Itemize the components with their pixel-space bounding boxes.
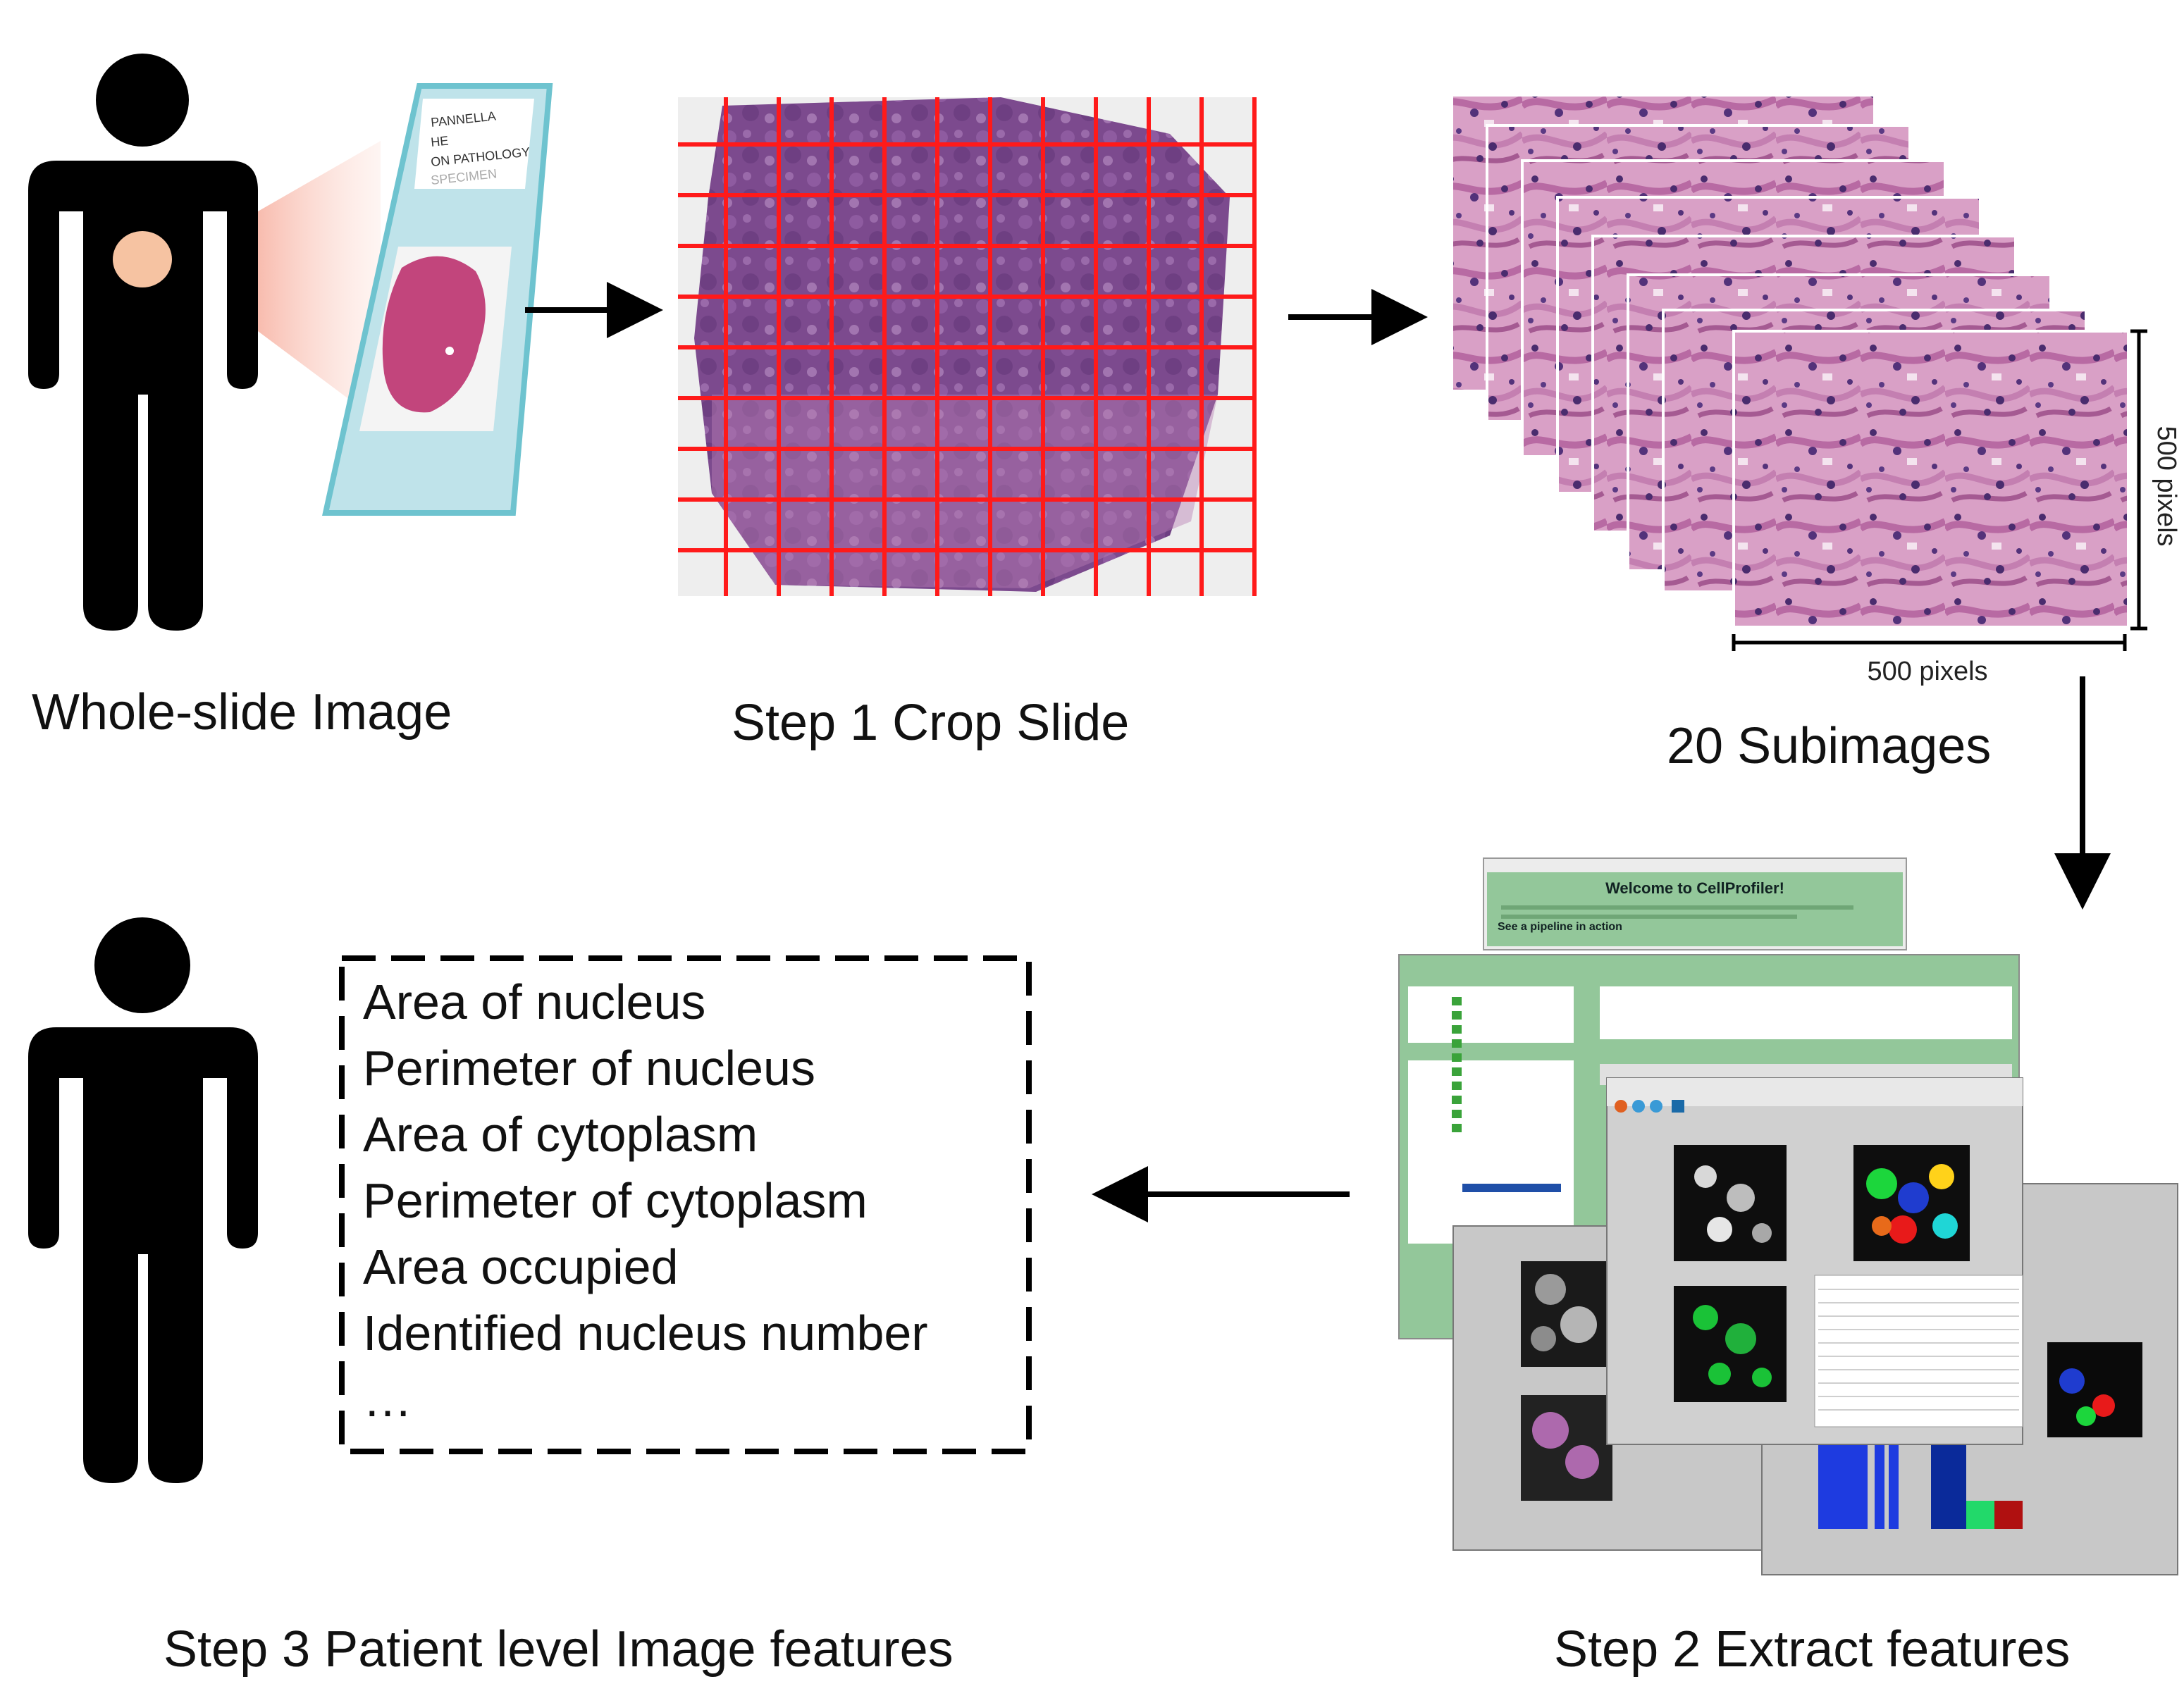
feature-item: Perimeter of nucleus — [363, 1041, 815, 1096]
step2-label: Step 2 Extract features — [1554, 1621, 2071, 1678]
step1-label: Step 1 Crop Slide — [732, 695, 1130, 751]
check-icon — [1452, 1039, 1462, 1048]
cp-subtitle: See a pipeline in action — [1498, 921, 1622, 933]
scale-label-vertical: 500 pixels — [2152, 426, 2181, 546]
organ-highlight — [113, 231, 172, 287]
check-icon — [1452, 1096, 1462, 1104]
subimage-stack — [1450, 94, 2130, 628]
person-icon — [28, 54, 258, 631]
person-icon — [28, 917, 258, 1483]
feature-item: … — [363, 1372, 412, 1427]
check-icon — [1452, 1082, 1462, 1090]
cellprofiler-screens: Welcome to CellProfiler! See a pipeline … — [1398, 857, 2178, 1575]
scale-bar-vertical — [2130, 329, 2147, 631]
check-icon — [1452, 1053, 1462, 1062]
check-icon — [1452, 1124, 1462, 1132]
feature-item: Area of cytoplasm — [363, 1107, 758, 1162]
subimages-label: 20 Subimages — [1667, 718, 1992, 774]
slide-icon: PANNELLA HE ON PATHOLOGY SPECIMEN — [322, 83, 553, 516]
scale-bar-horizontal — [1732, 634, 2127, 651]
check-icon — [1452, 1025, 1462, 1034]
slide-label-2: HE — [430, 133, 449, 149]
whole-slide-label: Whole-slide Image — [32, 684, 452, 741]
step3-label: Step 3 Patient level Image features — [164, 1621, 954, 1678]
feature-item: Area occupied — [363, 1239, 679, 1294]
check-icon — [1452, 997, 1462, 1005]
scale-label-horizontal: 500 pixels — [1867, 657, 1987, 686]
cp-title: Welcome to CellProfiler! — [1605, 879, 1784, 897]
check-icon — [1452, 1067, 1462, 1076]
feature-list: Area of nucleus Perimeter of nucleus Are… — [363, 969, 928, 1432]
check-icon — [1452, 1011, 1462, 1020]
scan-beam — [258, 141, 381, 423]
cropped-slide-grid — [678, 97, 1257, 596]
check-icon — [1452, 1110, 1462, 1118]
feature-item: Perimeter of cytoplasm — [363, 1173, 868, 1228]
feature-item: Identified nucleus number — [363, 1306, 928, 1361]
feature-item: Area of nucleus — [363, 974, 706, 1029]
crop-grid — [678, 97, 1257, 596]
